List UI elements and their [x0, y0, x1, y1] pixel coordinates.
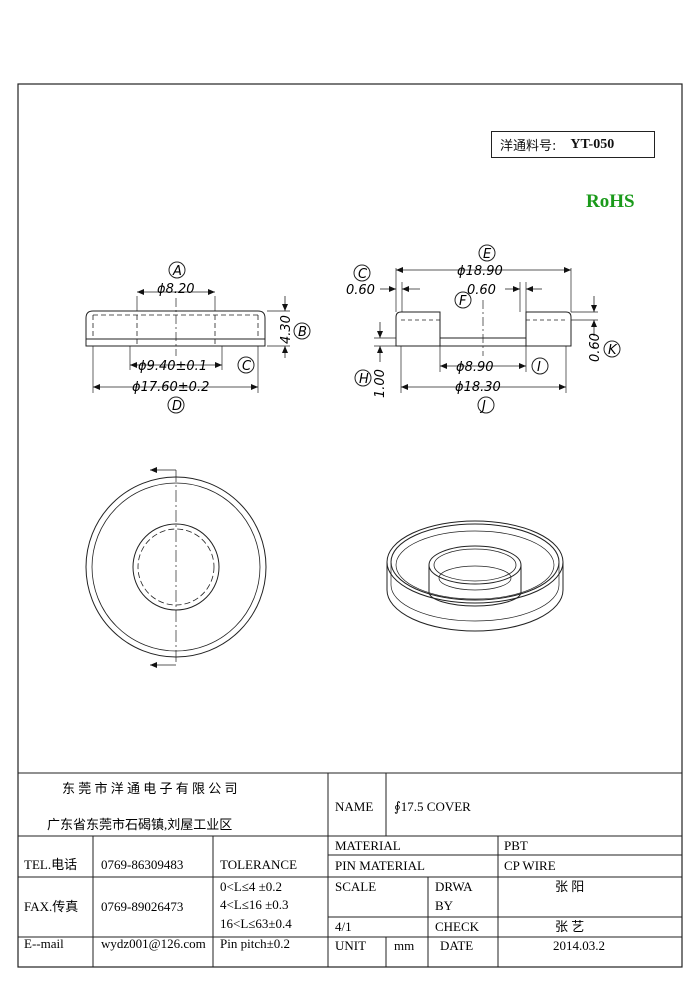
unit-label: UNIT	[335, 938, 366, 953]
section-view	[353, 244, 621, 414]
dim-outer-dia: ϕ17.60±0.2	[132, 380, 209, 395]
drawn-label-1: DRWA	[435, 879, 473, 894]
fax-label: FAX.传真	[24, 899, 78, 914]
pin-material-label: PIN MATERIAL	[335, 858, 425, 873]
tag-e: E	[483, 247, 492, 262]
scale-label: SCALE	[335, 879, 376, 894]
company-name: 东 莞 市 洋 通 电 子 有 限 公 司	[62, 781, 238, 796]
tag-c-section: C	[358, 267, 368, 282]
top-view	[85, 467, 267, 668]
tolerance-1: 0<L≤4 ±0.2	[220, 879, 282, 894]
check-label: CHECK	[435, 919, 480, 934]
tolerance-3: 16<L≤63±0.4	[220, 916, 292, 931]
dim-top-dia: ϕ18.90	[457, 264, 503, 279]
material-value: PBT	[504, 838, 528, 853]
fax-value: 0769-89026473	[101, 899, 183, 914]
pin-material-value: CP WIRE	[504, 858, 556, 873]
tag-i: I	[537, 360, 541, 375]
tag-b: B	[298, 325, 307, 340]
dim-inner-wall: 0.60	[467, 283, 496, 298]
part-number-box: 洋通料号: YT-050	[491, 131, 655, 158]
tag-f: F	[459, 294, 467, 309]
dim-height: 4.30	[279, 315, 294, 344]
tag-d: D	[172, 399, 182, 414]
part-number-value: YT-050	[570, 136, 615, 152]
tag-c-front: C	[242, 359, 252, 374]
date-value: 2014.03.2	[553, 938, 605, 953]
email-value: wydz001@126.com	[101, 936, 206, 951]
tel-value: 0769-86309483	[101, 857, 183, 872]
checked-by: 张 艺	[555, 919, 584, 934]
part-number-label: 洋通料号:	[500, 139, 557, 154]
tolerance-4: Pin pitch±0.2	[220, 936, 290, 951]
dim-floor: 0.60	[588, 333, 603, 362]
tag-j: J	[479, 399, 486, 414]
unit-value: mm	[394, 938, 414, 953]
tag-a: A	[172, 264, 182, 279]
part-name: ∮17.5 COVER	[394, 799, 471, 814]
tag-h: H	[359, 372, 369, 387]
side-view	[85, 261, 311, 414]
sheet-border	[17, 83, 683, 968]
dim-base-dia: ϕ9.40±0.1	[138, 359, 207, 374]
title-block-grid	[18, 772, 682, 967]
dim-inner-dia-section: ϕ8.90	[456, 360, 494, 375]
tolerance-label: TOLERANCE	[220, 857, 297, 872]
tel-label: TEL.电话	[24, 857, 77, 872]
dim-wall-left: 0.60	[346, 283, 375, 298]
email-label: E--mail	[24, 936, 64, 951]
tolerance-2: 4<L≤16 ±0.3	[220, 897, 289, 912]
name-label: NAME	[335, 799, 373, 814]
scale-value: 4/1	[335, 919, 352, 934]
material-label: MATERIAL	[335, 838, 401, 853]
tag-k: K	[608, 343, 618, 358]
company-address: 广东省东莞市石碣镇,刘屋工业区	[47, 817, 232, 832]
rohs-mark: RoHS	[586, 191, 635, 212]
isometric-view	[386, 520, 564, 632]
date-label: DATE	[440, 938, 473, 953]
drawn-by: 张 阳	[555, 879, 584, 894]
dim-bottom-dia: ϕ18.30	[455, 380, 501, 395]
dim-base-height: 1.00	[373, 369, 388, 398]
drawn-label-2: BY	[435, 898, 454, 913]
dim-inner-dia: ϕ8.20	[157, 282, 195, 297]
